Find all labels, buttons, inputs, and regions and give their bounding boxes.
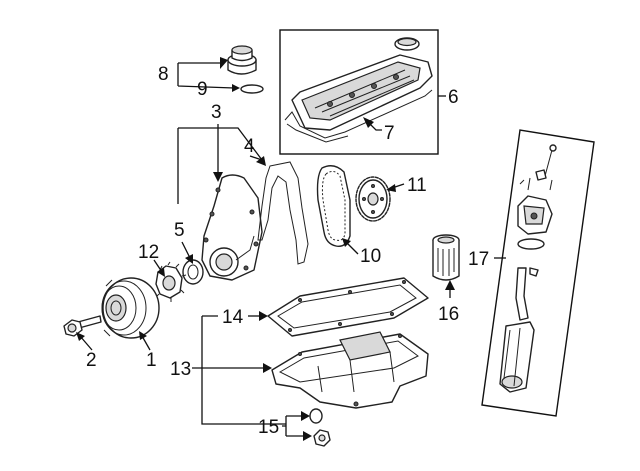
callout-7: 7 [384, 123, 395, 144]
callout-16: 16 [438, 304, 459, 325]
leader-1 [141, 335, 151, 351]
crankshaft-sprocket[interactable] [155, 261, 187, 302]
oil-pan-gasket[interactable] [267, 277, 429, 337]
oil-filler-cap[interactable] [227, 45, 257, 75]
balancer-bolt[interactable] [63, 315, 102, 337]
callout-11: 11 [407, 175, 427, 196]
oil-pump[interactable] [517, 195, 553, 235]
callout-4: 4 [244, 136, 255, 157]
leader-8 [177, 62, 235, 89]
oil-filter[interactable] [432, 234, 460, 281]
callout-13: 13 [170, 359, 191, 380]
callout-5: 5 [174, 220, 185, 241]
drain-plug[interactable] [313, 429, 331, 447]
oil-pickup-screen[interactable] [499, 321, 535, 393]
callout-3: 3 [211, 102, 222, 123]
callout-2: 2 [86, 350, 97, 371]
callout-12: 12 [138, 242, 159, 263]
callout-14: 14 [222, 307, 244, 328]
leader-13 [192, 315, 286, 425]
callout-8: 8 [158, 64, 169, 85]
leader-3-5 [177, 127, 263, 204]
timing-cover-gasket[interactable] [257, 161, 309, 265]
callout-15: 15 [258, 417, 279, 438]
valve-cover-group-box [279, 29, 439, 155]
oil-pan[interactable] [271, 331, 429, 409]
drain-plug-gasket[interactable] [309, 408, 323, 424]
leader-15 [282, 415, 306, 437]
oil-pickup-tube[interactable] [515, 267, 539, 321]
timing-cover[interactable] [201, 174, 263, 281]
leader-5 [181, 241, 191, 259]
timing-chain[interactable] [316, 165, 351, 247]
harmonic-balancer[interactable] [101, 277, 160, 339]
callout-10: 10 [360, 246, 381, 267]
valve-cover-part[interactable] [291, 54, 433, 131]
callout-17: 17 [468, 249, 489, 270]
oil-pump-screen-o-ring[interactable] [517, 238, 545, 250]
dipstick-tube[interactable] [535, 144, 557, 181]
valve-cover-gasket[interactable] [284, 89, 433, 143]
oil-fill-cap-on-cover[interactable] [394, 37, 420, 51]
leader-4 [249, 155, 263, 161]
callout-6: 6 [448, 87, 459, 108]
callout-9: 9 [197, 79, 208, 100]
oil-pump-group-box [481, 129, 595, 417]
oil-filler-cap-o-ring[interactable] [240, 84, 264, 94]
oil-pump-bolts[interactable] [519, 177, 553, 191]
callout-1: 1 [146, 350, 157, 371]
camshaft-sprocket[interactable] [355, 176, 391, 222]
